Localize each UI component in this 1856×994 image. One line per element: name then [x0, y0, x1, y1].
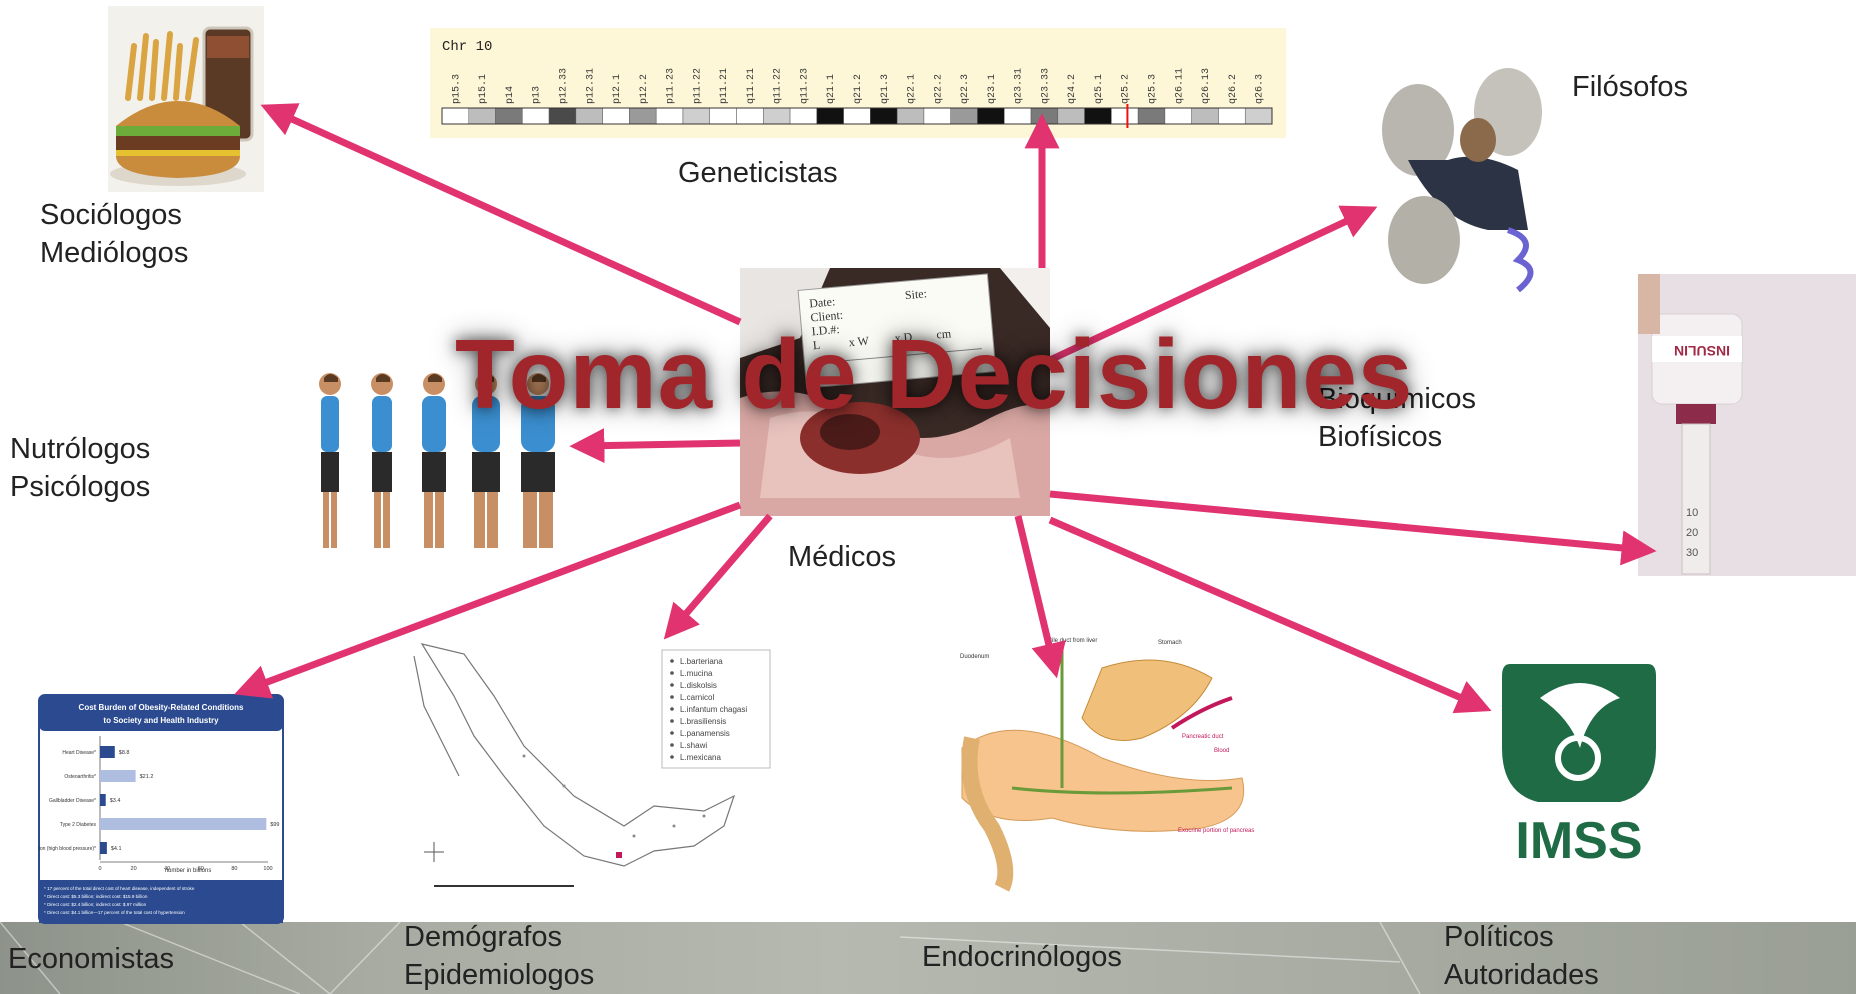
main-title: Toma de Decisiones	[455, 318, 1413, 431]
label-demografos: DemógrafosEpidemiologos	[404, 918, 594, 994]
arrow-to-endocrinologos	[1018, 516, 1054, 666]
label-nutrologos: NutrólogosPsicólogos	[10, 430, 150, 506]
label-filosofos: Filósofos	[1572, 68, 1688, 106]
label-economistas: Economistas	[8, 940, 174, 978]
label-geneticistas: Geneticistas	[678, 154, 838, 192]
arrow-to-politicos	[1050, 520, 1480, 706]
arrow-to-sociologos	[272, 110, 740, 322]
arrow-to-demografos	[672, 516, 770, 630]
arrow-to-economistas	[246, 505, 740, 690]
arrow-to-insulina	[1050, 494, 1644, 550]
label-endocrinologos: Endocrinólogos	[922, 938, 1122, 976]
arrow-to-nutrologos	[582, 443, 740, 446]
label-medicos: Médicos	[788, 538, 896, 576]
